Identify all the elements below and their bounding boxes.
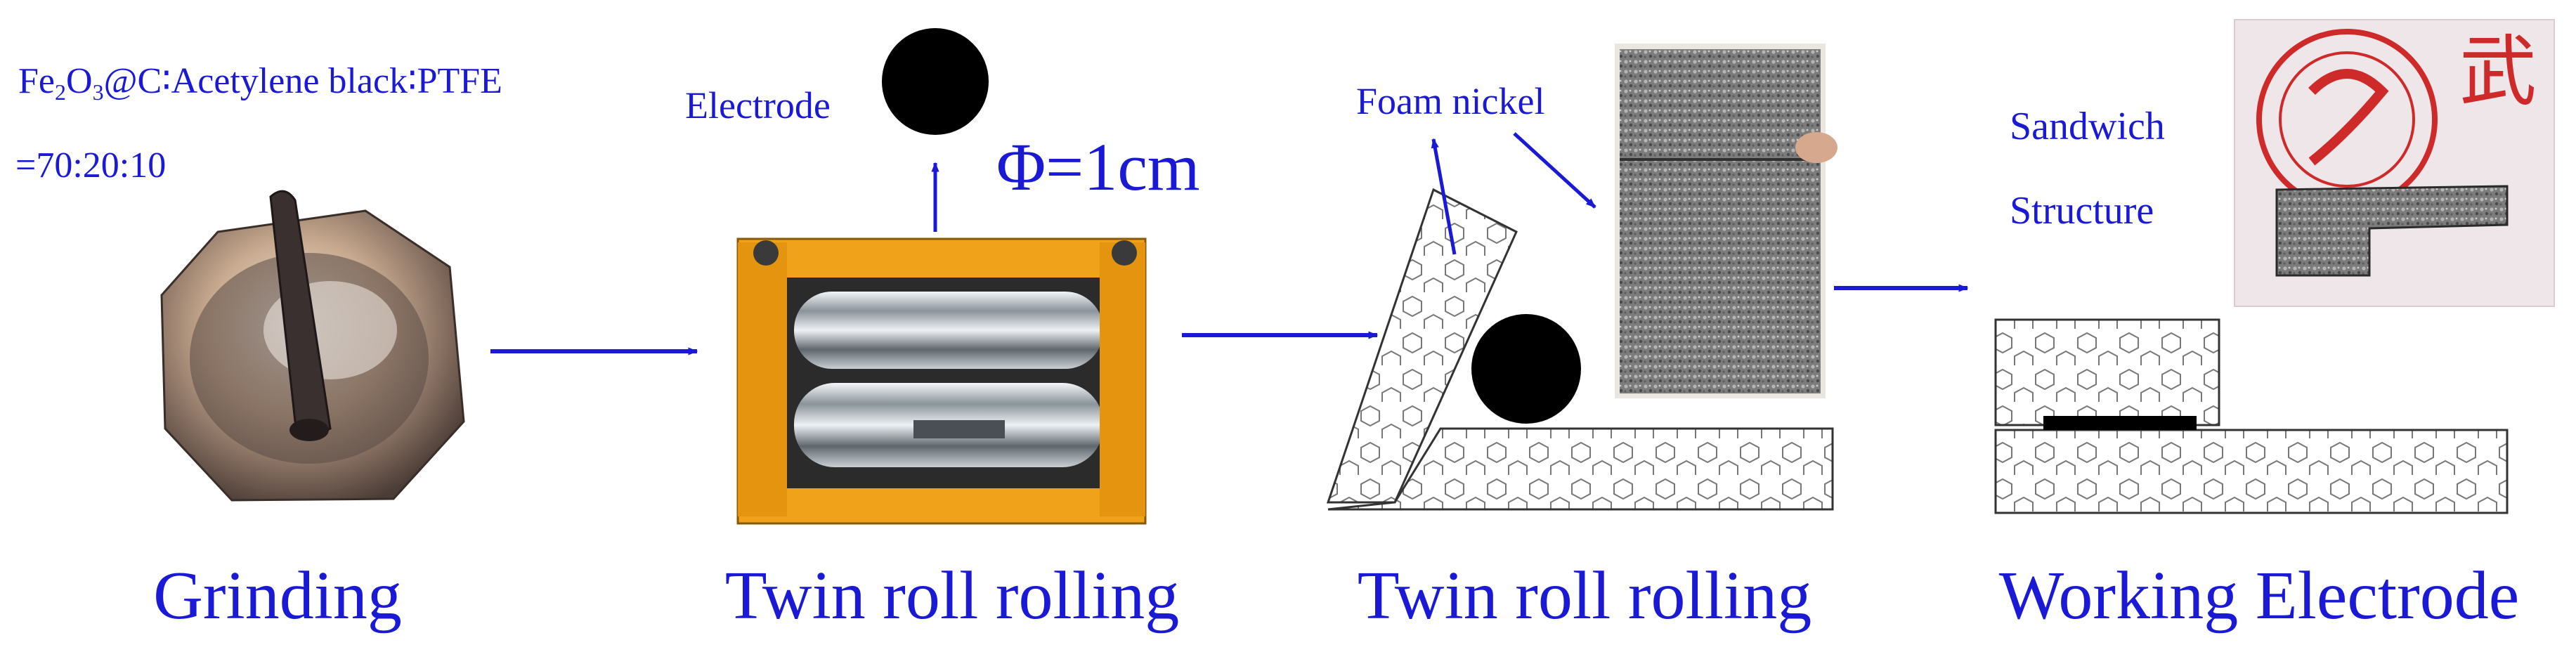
sealed-electrode-photo: 武 (2234, 19, 2555, 307)
mortar-pestle-icon (160, 190, 465, 502)
electrode-disc-icon (882, 28, 989, 135)
formula-fe: Fe (18, 61, 55, 101)
step-label-rolling-2: Twin roll rolling (1358, 558, 1811, 634)
roller-machine-icon (736, 237, 1147, 525)
arrow-foam-photo (1513, 132, 1596, 209)
foam-nickel-photo (1615, 44, 1837, 398)
svg-text:武: 武 (2459, 27, 2537, 117)
formula-rest: @C∶Acetylene black∶PTFE (104, 61, 502, 101)
formula-o: O (66, 61, 93, 101)
step-label-working-electrode: Working Electrode (1999, 558, 2519, 634)
step-label-rolling-1: Twin roll rolling (725, 558, 1179, 634)
formula-sub-3: 3 (93, 79, 104, 105)
step-label-grinding: Grinding (153, 558, 402, 634)
formula-text: Fe2O3@C∶Acetylene black∶PTFE (18, 61, 502, 105)
diameter-label: Φ=1cm (996, 129, 1200, 204)
embedded-electrode-icon (2043, 416, 2197, 430)
sandwich-label: Sandwich (2010, 105, 2165, 148)
structure-label: Structure (2010, 189, 2154, 233)
formula-sub-2: 2 (55, 79, 66, 105)
ratio-text: =70:20:10 (15, 145, 166, 185)
sandwich-structure-icon (1994, 318, 2509, 514)
electrode-label: Electrode (685, 84, 831, 126)
arrow-foam-up (1431, 138, 1457, 255)
electrode-disc-on-foam-icon (1471, 314, 1581, 424)
foam-nickel-label: Foam nickel (1356, 80, 1544, 122)
foam-nickel-sheet-icon (1326, 188, 1834, 511)
